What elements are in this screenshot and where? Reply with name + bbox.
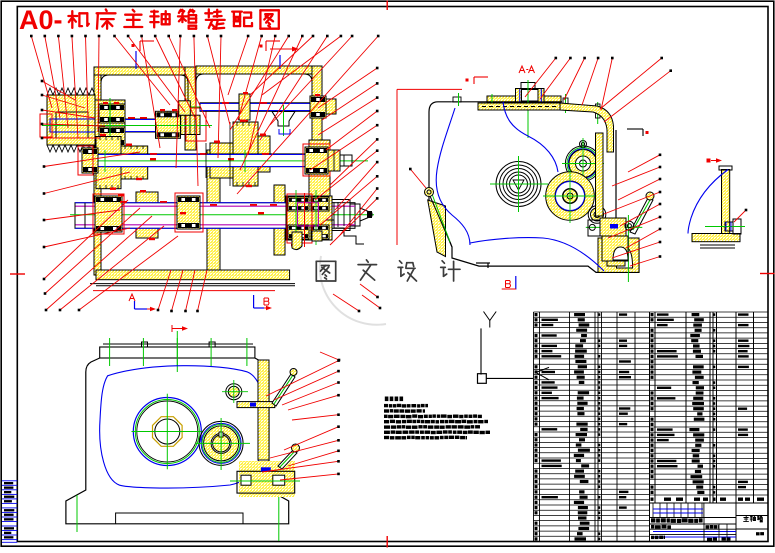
svg-text:A0-: A0- <box>19 5 63 35</box>
